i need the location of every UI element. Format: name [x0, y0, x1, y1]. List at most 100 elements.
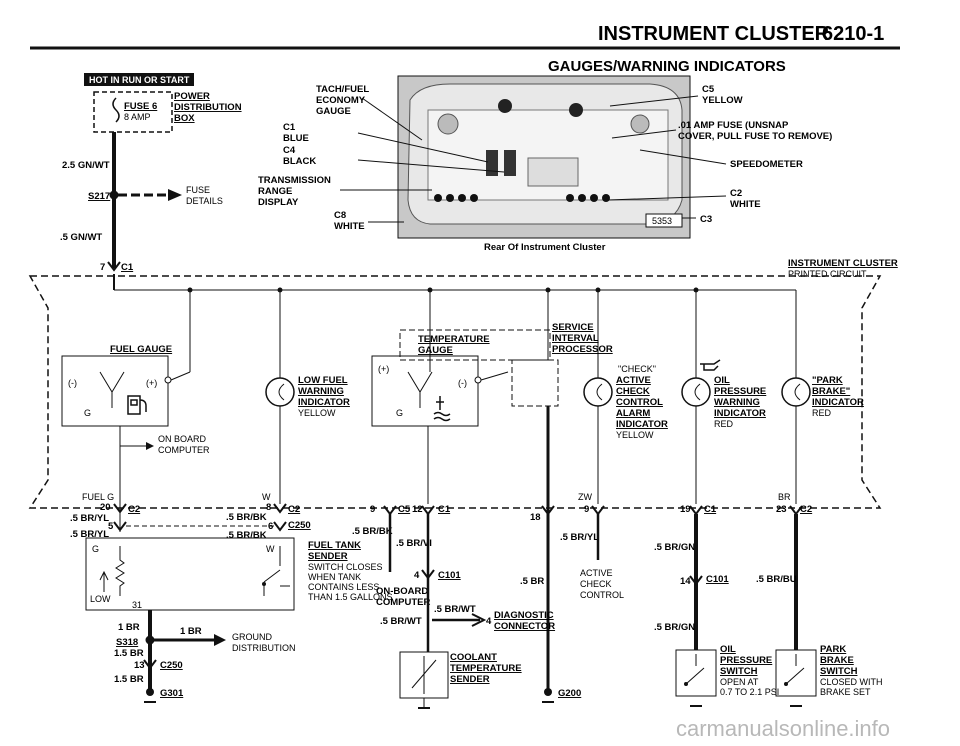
- pin-6: 6: [268, 521, 273, 532]
- callout-c4-2: BLACK: [283, 156, 316, 167]
- oil-switch-3: SWITCH: [720, 666, 758, 677]
- c2c: C2: [800, 504, 812, 515]
- callout-c2-line: [607, 195, 727, 201]
- low-fuel-3: INDICATOR: [298, 397, 350, 408]
- oil-switch-dot: [684, 682, 688, 686]
- pin-4a: 4: [414, 570, 420, 581]
- wire-1br: 1 BR: [118, 622, 140, 633]
- oil-indicator-2: PRESSURE: [714, 386, 766, 397]
- temp-gauge-terminal: [474, 376, 482, 384]
- connector-c1: C1: [121, 262, 134, 273]
- temp-g: G: [396, 408, 403, 418]
- callout-speedo-line: [639, 149, 727, 165]
- callout-tach-line: [361, 97, 423, 141]
- temperature-gauge-2: GAUGE: [418, 345, 453, 356]
- oil-indicator-5: RED: [714, 419, 734, 429]
- wire-15br: 1.5 BR: [114, 648, 144, 659]
- fuel-g-label: FUEL G: [82, 492, 114, 502]
- oil-can-icon: [700, 359, 721, 371]
- fuse-details-2: DETAILS: [186, 196, 223, 206]
- coolant-2: TEMPERATURE: [450, 663, 522, 674]
- pin-23: 23: [776, 504, 787, 515]
- cluster-connector-c4: [504, 150, 516, 176]
- check-control-1: "CHECK": [618, 364, 656, 374]
- coolant-1: COOLANT: [450, 652, 497, 663]
- onboard-computer-1: ON BOARD: [158, 434, 207, 444]
- callout-c3: C3: [700, 214, 712, 225]
- c2a: C2: [128, 504, 140, 515]
- wire-1br-b: 1 BR: [180, 626, 202, 637]
- zw-label: ZW: [578, 492, 592, 502]
- callout-c8-2: WHITE: [334, 221, 365, 232]
- callout-trans-2: RANGE: [258, 186, 292, 197]
- wire-br-bk3: .5 BR/BK: [352, 526, 393, 537]
- c1a: C1: [438, 504, 451, 515]
- oil-switch-5: 0.7 TO 2.1 PSI: [720, 687, 779, 697]
- wire-br: .5 BR: [520, 576, 544, 587]
- c5: C5: [398, 504, 411, 515]
- cluster-connector-c1: [486, 150, 498, 176]
- check-control-3: CHECK: [616, 386, 650, 397]
- pin-12: 12: [412, 504, 423, 515]
- callout-fuse-line: [611, 129, 677, 139]
- onboard-computer2-2: COMPUTER: [376, 597, 431, 608]
- diagnostic-1: DIAGNOSTIC: [494, 610, 554, 621]
- photo-caption: Rear Of Instrument Cluster: [484, 242, 606, 253]
- callout-c5-1: C5: [702, 84, 715, 95]
- fuel-gauge-box: [61, 355, 169, 427]
- fuse-rating: 8 AMP: [124, 112, 151, 122]
- active-check-3: CONTROL: [580, 590, 624, 600]
- printed-circuit-outline: [28, 275, 882, 509]
- fuel-gauge-feed: [170, 371, 191, 381]
- wire-br-yl2: .5 BR/YL: [70, 529, 109, 540]
- pin-13: 13: [134, 660, 145, 671]
- temperature-gauge-1: TEMPERATURE: [418, 334, 490, 345]
- fuel-plus: (+): [146, 378, 157, 388]
- page-number: 6210-1: [822, 23, 884, 45]
- sender-switch-dot: [262, 582, 266, 586]
- gauge-right-hole: [569, 103, 583, 117]
- fuel-tank-sender-5: CONTAINS LESS: [308, 582, 379, 592]
- wire-br-yl: .5 BR/YL: [70, 513, 109, 524]
- pin-9b: 9: [584, 504, 589, 515]
- sender-g: G: [92, 544, 99, 554]
- service-interval-1: SERVICE: [552, 322, 594, 333]
- fuse-detail-arrow: [168, 189, 182, 201]
- g301-dot: [146, 688, 154, 696]
- wire-br-vi: .5 BR/VI: [396, 538, 432, 549]
- park-switch-symbol: [785, 654, 805, 685]
- wire-top-label: 2.5 GN/WT: [62, 160, 110, 171]
- callout-c8-1: C8: [334, 210, 346, 221]
- pin-5: 5: [108, 521, 114, 532]
- photo-number: 5353: [652, 216, 672, 226]
- wire-15br-b: 1.5 BR: [114, 674, 144, 685]
- ground-dist-1: GROUND: [232, 632, 272, 642]
- park-switch-1: PARK: [820, 644, 846, 655]
- oil-switch-2: PRESSURE: [720, 655, 772, 666]
- ground-dist-arrow: [214, 634, 226, 646]
- wire-br-bu: .5 BR/BU: [756, 574, 797, 585]
- pin-9: 9: [370, 504, 375, 515]
- callout-c2-2: WHITE: [730, 199, 761, 210]
- c2b: C2: [288, 504, 300, 515]
- cluster-photo-frame: [397, 75, 691, 239]
- bus-drops: [189, 290, 797, 378]
- connector-c1-chevron: [107, 261, 121, 272]
- oil-switch-4: OPEN AT: [720, 677, 759, 687]
- fuel-tank-sender-box: [85, 537, 295, 611]
- pin-4b: 4: [486, 616, 492, 627]
- pin-14: 14: [680, 576, 691, 587]
- wire-br-wt2: .5 BR/WT: [380, 616, 422, 627]
- gauge-far-right-boss: [630, 114, 650, 134]
- park-indicator-1: "PARK: [812, 375, 843, 386]
- oil-indicator-1: OIL: [714, 375, 730, 386]
- fuel-gauge-label: FUEL GAUGE: [110, 344, 172, 355]
- check-control-lamp: [583, 377, 613, 407]
- fuel-tank-sender-1: FUEL TANK: [308, 540, 361, 551]
- callout-tach-3: GAUGE: [316, 106, 351, 117]
- callout-c5-2: YELLOW: [702, 95, 743, 106]
- fuse-box-outline: [93, 91, 173, 133]
- park-switch-box: [775, 649, 817, 697]
- park-indicator-3: INDICATOR: [812, 397, 864, 408]
- fuel-gauge-terminal: [164, 376, 172, 384]
